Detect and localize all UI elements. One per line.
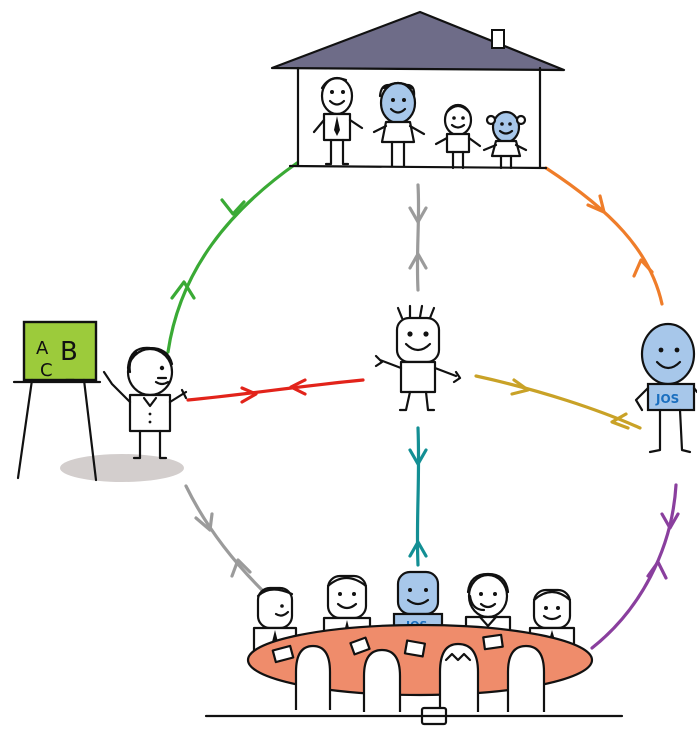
arrowhead-teal-2 [408,540,428,558]
arrowhead-green-2 [170,280,196,300]
arrowhead-purple-1 [660,512,680,530]
meeting-group: JOS [204,570,624,726]
connector-green [166,161,299,354]
board-letter-c: C [40,360,53,381]
arrowhead-orange-2 [632,258,654,278]
arrowhead-gray-top-1 [408,206,428,224]
arrowhead-teal-1 [408,448,428,466]
teacher-station: A B C _ [12,320,188,482]
connector-gold [474,374,642,430]
chalkboard [22,320,98,382]
connector-orange [544,166,664,306]
house-walls [288,66,548,170]
board-letter-b: B [60,337,78,367]
child-head [395,316,441,364]
teacher-shadow [60,454,184,482]
house-roof [270,10,566,72]
arrowhead-gold-2 [610,412,630,430]
board-letter-underscore: _ [65,361,75,381]
arrowhead-gray-left-1 [194,512,214,532]
arrowhead-gray-top-2 [408,252,428,270]
connector-purple [590,483,678,650]
connector-gray-left [184,484,264,592]
family-dad [312,76,364,166]
connector-gray-top [415,183,421,292]
arrowhead-green-1 [220,198,246,216]
connector-red [186,378,365,402]
arrowhead-red-1 [289,378,307,396]
arrowhead-purple-2 [646,560,668,580]
arrowhead-gold-1 [510,378,530,396]
meeting-table [246,623,594,697]
family-girl [482,110,528,170]
connectors [166,161,680,650]
teacher [102,346,188,460]
paper-1 [271,644,295,664]
house-chimney [491,29,505,49]
family-boy [434,103,482,170]
house-family [270,10,566,170]
jos-worker-badge: JOS [655,392,679,406]
jos-worker-shirt [646,382,696,412]
connector-teal [415,426,421,567]
jos-worker: JOS [634,322,697,454]
arrowhead-gray-left-2 [230,558,252,578]
family-mom [372,81,426,168]
paper-3 [482,633,504,651]
arrowhead-red-2 [240,386,258,404]
board-letter-a: A [36,338,49,359]
center-child [374,304,462,412]
arrowhead-orange-1 [586,194,606,214]
paper-2 [403,639,427,658]
paper-4 [349,636,371,656]
